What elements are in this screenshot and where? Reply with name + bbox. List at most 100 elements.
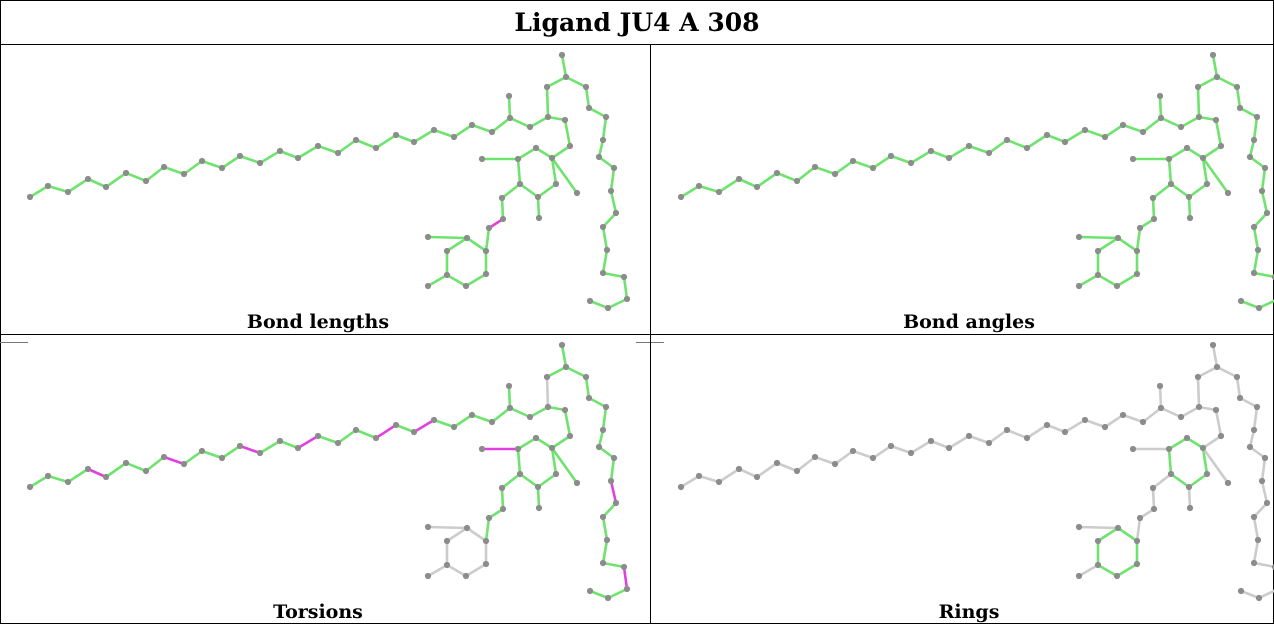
atom xyxy=(620,563,628,571)
atom xyxy=(424,572,432,580)
atom xyxy=(478,155,486,163)
bond xyxy=(507,384,512,410)
bond xyxy=(432,418,456,429)
atom xyxy=(927,147,935,155)
atom xyxy=(566,142,574,150)
bond xyxy=(534,436,554,450)
bond xyxy=(1260,479,1269,505)
atom xyxy=(294,154,302,162)
bond xyxy=(86,177,108,189)
bond xyxy=(507,94,512,120)
atom xyxy=(582,373,590,381)
bond xyxy=(258,149,282,165)
bond xyxy=(1214,118,1223,148)
atom xyxy=(372,434,380,442)
atom xyxy=(236,152,244,160)
bond xyxy=(609,189,618,215)
bond xyxy=(1260,189,1269,215)
bond xyxy=(545,75,568,89)
bond xyxy=(278,439,300,450)
bond xyxy=(1252,271,1274,279)
atom xyxy=(463,524,471,532)
atom xyxy=(485,224,493,232)
row-divider xyxy=(0,334,1274,335)
atom xyxy=(352,136,360,144)
atom xyxy=(566,432,574,440)
bond xyxy=(1196,375,1201,409)
bond xyxy=(484,516,491,543)
atom xyxy=(1133,247,1141,255)
bond xyxy=(1025,133,1049,150)
bond xyxy=(1196,85,1201,119)
atom xyxy=(1255,304,1263,312)
atom xyxy=(599,223,607,231)
bond xyxy=(851,449,875,460)
atom xyxy=(1119,121,1127,129)
bond xyxy=(518,472,540,489)
bond xyxy=(465,236,488,253)
atom xyxy=(372,144,380,152)
atom xyxy=(793,177,801,185)
bond xyxy=(1187,182,1209,199)
bond xyxy=(528,405,550,419)
bond xyxy=(622,275,629,301)
bond xyxy=(516,146,538,161)
bond xyxy=(1158,94,1163,120)
bond xyxy=(601,515,609,542)
bond xyxy=(1179,115,1201,129)
atom xyxy=(443,271,451,279)
atom xyxy=(1129,445,1137,453)
bond xyxy=(1201,144,1223,160)
bond xyxy=(500,472,522,490)
atom xyxy=(1199,444,1207,452)
bond xyxy=(445,273,468,288)
bond xyxy=(775,171,799,183)
bond xyxy=(144,455,166,473)
bond xyxy=(432,128,456,139)
bond xyxy=(1141,116,1163,134)
atom xyxy=(450,423,458,431)
atom xyxy=(1233,83,1241,91)
atom xyxy=(26,483,34,491)
atom xyxy=(1061,138,1069,146)
atom xyxy=(1209,341,1217,349)
atom xyxy=(1136,514,1144,522)
atom xyxy=(1113,572,1121,580)
atom xyxy=(44,182,52,190)
atom xyxy=(715,188,723,196)
bond xyxy=(1252,225,1260,252)
bond xyxy=(755,461,779,479)
bond xyxy=(851,159,875,170)
atom xyxy=(1023,434,1031,442)
bond xyxy=(601,225,609,252)
atom xyxy=(26,193,34,201)
bond xyxy=(1135,516,1142,543)
bond xyxy=(536,195,541,220)
bond xyxy=(394,423,416,434)
atom xyxy=(1156,382,1164,390)
bond xyxy=(464,562,488,578)
atom xyxy=(1133,270,1141,278)
atom xyxy=(1185,193,1193,201)
atom xyxy=(677,193,685,201)
atom xyxy=(1236,394,1244,402)
bond xyxy=(1252,248,1260,275)
atom xyxy=(218,454,226,462)
bond xyxy=(1158,384,1163,410)
bond xyxy=(426,525,469,530)
atom xyxy=(1094,247,1102,255)
bond xyxy=(534,146,554,160)
atom xyxy=(811,163,819,171)
bond xyxy=(1211,53,1219,79)
atom xyxy=(544,113,552,121)
bond xyxy=(717,467,741,484)
atom xyxy=(1263,209,1271,217)
atom xyxy=(1237,587,1245,595)
atom xyxy=(1217,432,1225,440)
atom xyxy=(1203,470,1211,478)
bond xyxy=(500,182,522,200)
bond xyxy=(550,446,579,485)
atom xyxy=(410,138,418,146)
bond xyxy=(66,467,90,484)
bond xyxy=(536,472,558,489)
